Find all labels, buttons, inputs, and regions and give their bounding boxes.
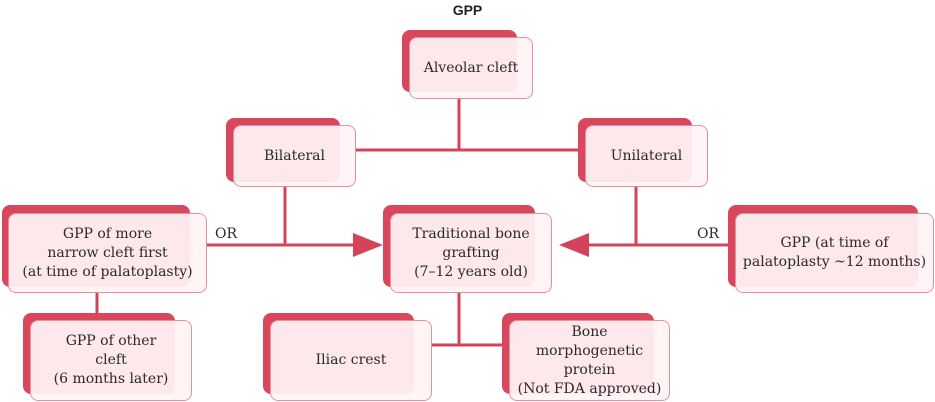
node-label: Unilateral [610, 147, 683, 164]
node-line: grafting [442, 244, 500, 261]
node-line: (6 months later) [53, 371, 169, 387]
node-line: (at time of palatoplasty) [22, 263, 193, 280]
diagram-title: GPP [452, 2, 483, 18]
node-label: Iliac crest [315, 352, 387, 368]
node-line: Bone morphogenetic [535, 323, 644, 359]
node-line: cleft [95, 352, 127, 368]
node-line: narrow cleft first [47, 244, 168, 261]
or-label-right: OR [697, 226, 720, 242]
node-line: palatoplasty ~12 months) [742, 254, 927, 270]
node-line: GPP of more [62, 225, 153, 242]
node-line: (7–12 years old) [414, 263, 528, 280]
node-line: protein [563, 361, 616, 378]
node-line: (Not FDA approved) [517, 380, 662, 397]
or-label-left: OR [215, 226, 238, 242]
node-label: Bilateral [263, 147, 326, 164]
node-line: Traditional bone [412, 225, 530, 242]
node-label: Alveolar cleft [423, 59, 519, 76]
node-line: GPP (at time of [780, 235, 889, 251]
node-line: GPP of other [65, 333, 157, 349]
